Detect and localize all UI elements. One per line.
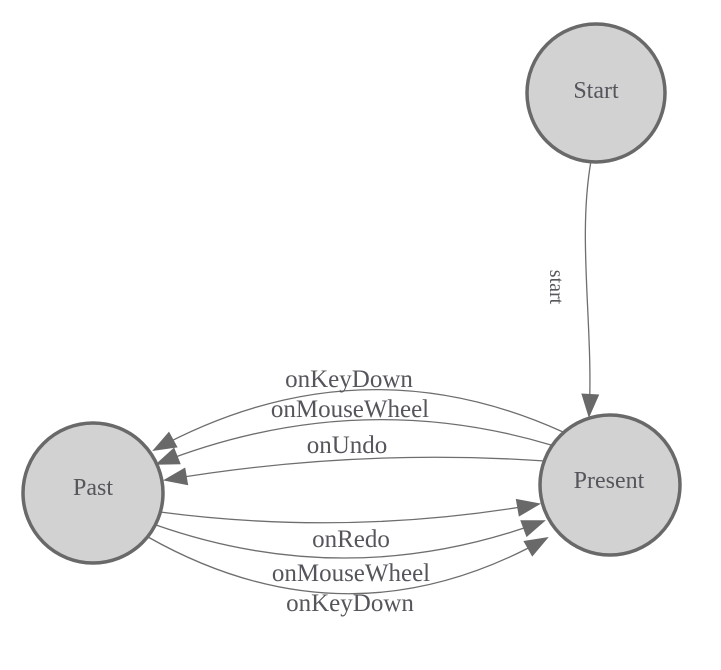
- state-node-start[interactable]: [525, 22, 667, 164]
- state-node-start-label: Start: [573, 78, 619, 104]
- edge-label-onmousewheel-bottom: onMouseWheel: [272, 560, 430, 587]
- edge-past-to-present-onmousewheel[interactable]: [155, 520, 546, 559]
- edge-label-onundo: onUndo: [307, 432, 388, 459]
- edge-present-to-past-onundo[interactable]: [163, 456, 546, 486]
- edge-label-onkeydown-top: onKeyDown: [285, 366, 413, 393]
- state-node-past[interactable]: [21, 421, 165, 565]
- edge-label-start: start: [545, 270, 567, 305]
- state-node-present[interactable]: [538, 413, 682, 557]
- state-node-present-label: Present: [574, 468, 645, 494]
- edge-start-to-present[interactable]: [581, 160, 600, 418]
- edge-label-onkeydown-bottom: onKeyDown: [286, 590, 414, 617]
- edge-past-to-present-onkeydown[interactable]: [147, 536, 549, 595]
- state-node-past-label: Past: [73, 475, 113, 501]
- edge-label-onmousewheel-top: onMouseWheel: [271, 396, 429, 423]
- edge-present-to-past-onkeydown[interactable]: [152, 388, 564, 451]
- edge-present-to-past-onmousewheel[interactable]: [155, 418, 552, 465]
- edge-past-to-present-onredo[interactable]: [159, 498, 541, 524]
- edge-label-onredo: onRedo: [312, 526, 390, 553]
